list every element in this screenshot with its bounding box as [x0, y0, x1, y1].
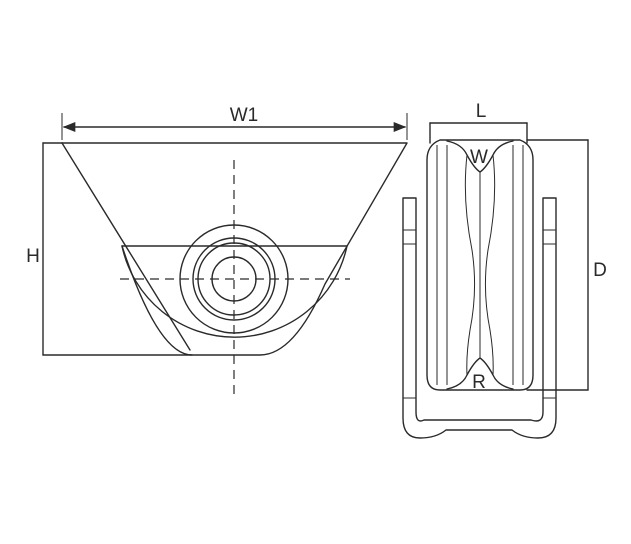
l-dimension: L [429, 101, 528, 144]
side-bracket-outer [402, 197, 557, 439]
w1-label: W1 [230, 105, 259, 126]
d-label: D [593, 260, 607, 281]
h-dimension: H [26, 142, 193, 356]
front-view: W1 H [26, 105, 408, 397]
d-dimension: D [526, 139, 607, 391]
groove-left-flank [464, 154, 476, 376]
side-view: L D W R [402, 101, 607, 439]
w-label: W [470, 147, 488, 168]
wheel-outline [121, 245, 348, 338]
wheel-side-outline [426, 139, 534, 391]
bracket-outline [61, 142, 408, 356]
r-label: R [472, 372, 486, 393]
groove-right-flank [484, 154, 496, 376]
l-label: L [476, 101, 487, 122]
h-label: H [26, 246, 40, 267]
w1-dimension: W1 [61, 105, 408, 140]
